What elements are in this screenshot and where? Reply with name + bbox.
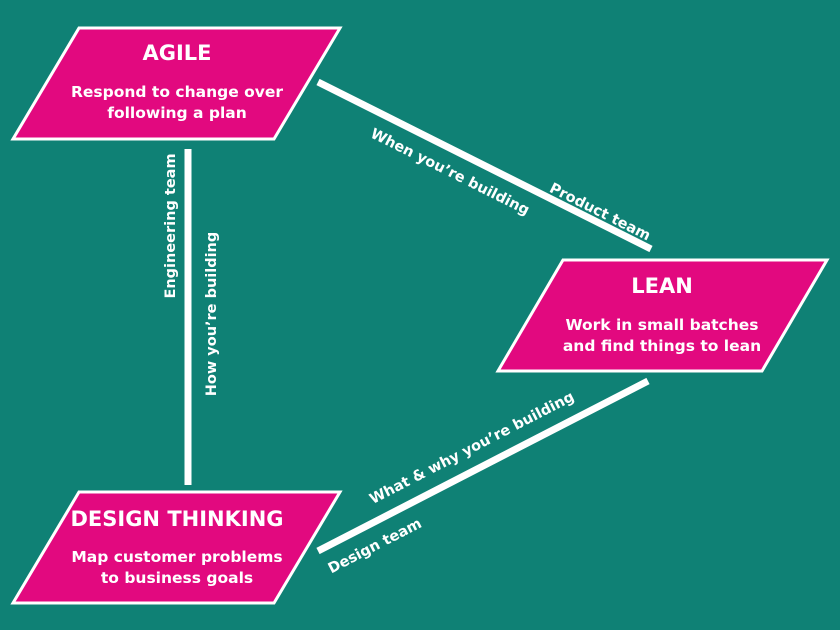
connector-lean-design xyxy=(316,377,650,555)
lean-description-line-1: Work in small batches xyxy=(565,316,758,334)
connector-agile-lean xyxy=(316,78,653,253)
agile-description-line-1: Respond to change over xyxy=(71,83,283,101)
node-agile: AGILE Respond to change over following a… xyxy=(10,26,343,141)
design-thinking-description-line-2: to business goals xyxy=(101,569,253,587)
design-thinking-shape xyxy=(10,490,343,605)
design-thinking-description-line-1: Map customer problems xyxy=(71,548,282,566)
edge-label-when-building: When you’re building xyxy=(368,126,532,219)
lean-title: LEAN xyxy=(631,274,693,298)
lean-shape xyxy=(495,258,830,373)
edge-label-how-building: How you’re building xyxy=(204,232,220,397)
node-design-thinking: DESIGN THINKING Map customer problems to… xyxy=(10,490,343,605)
edge-label-engineering-team: Engineering team xyxy=(163,153,179,298)
agile-title: AGILE xyxy=(142,41,211,65)
edge-label-product-team: Product team xyxy=(547,180,653,244)
lean-description-line-2: and find things to lean xyxy=(563,337,761,355)
agile-shape xyxy=(10,26,343,141)
node-lean: LEAN Work in small batches and find thin… xyxy=(495,258,830,373)
design-thinking-title: DESIGN THINKING xyxy=(70,507,283,531)
edge-label-what-why-building: What & why you’re building xyxy=(367,389,577,508)
agile-description-line-2: following a plan xyxy=(107,104,247,122)
